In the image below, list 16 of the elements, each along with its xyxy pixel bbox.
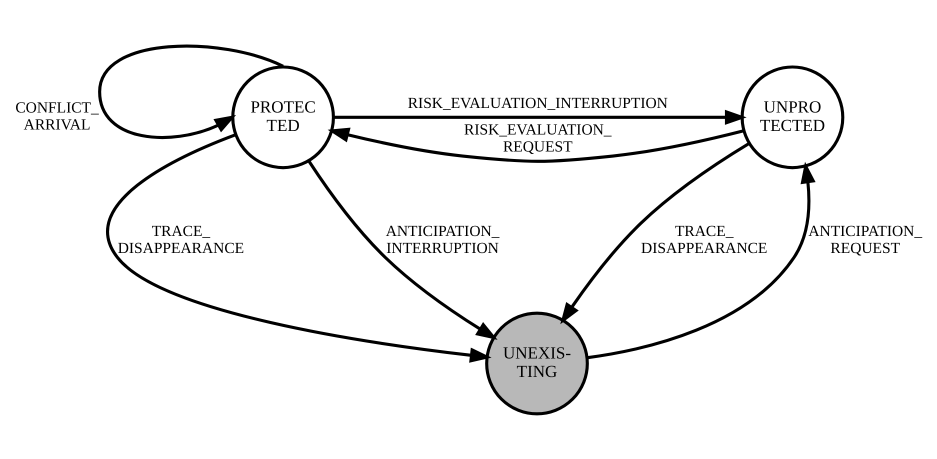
edge-label: RISK_EVALUATION_INTERRUPTION xyxy=(408,95,668,112)
arrow xyxy=(308,160,498,340)
arrow xyxy=(328,128,744,163)
node-circle: UNEXIS- TING xyxy=(485,312,589,416)
edge-label: ANTICIPATION_ INTERRUPTION xyxy=(386,222,500,257)
arrow xyxy=(106,133,492,363)
node-circle: PROTEC TED xyxy=(231,65,335,170)
edge-label: CONFLICT_ ARRIVAL xyxy=(15,100,99,134)
node-circle: UNPRO TECTED xyxy=(740,65,844,170)
edge-label: ANTICIPATION_ REQUEST xyxy=(808,222,922,257)
edge-label: TRACE_ DISAPPEARANCE xyxy=(118,222,244,257)
arrow xyxy=(560,142,750,324)
arrow xyxy=(587,162,816,360)
edge-label: TRACE_ DISAPPEARANCE xyxy=(641,222,768,257)
arrow xyxy=(334,110,747,125)
edge-label: RISK_EVALUATION_ REQUEST xyxy=(464,121,612,156)
